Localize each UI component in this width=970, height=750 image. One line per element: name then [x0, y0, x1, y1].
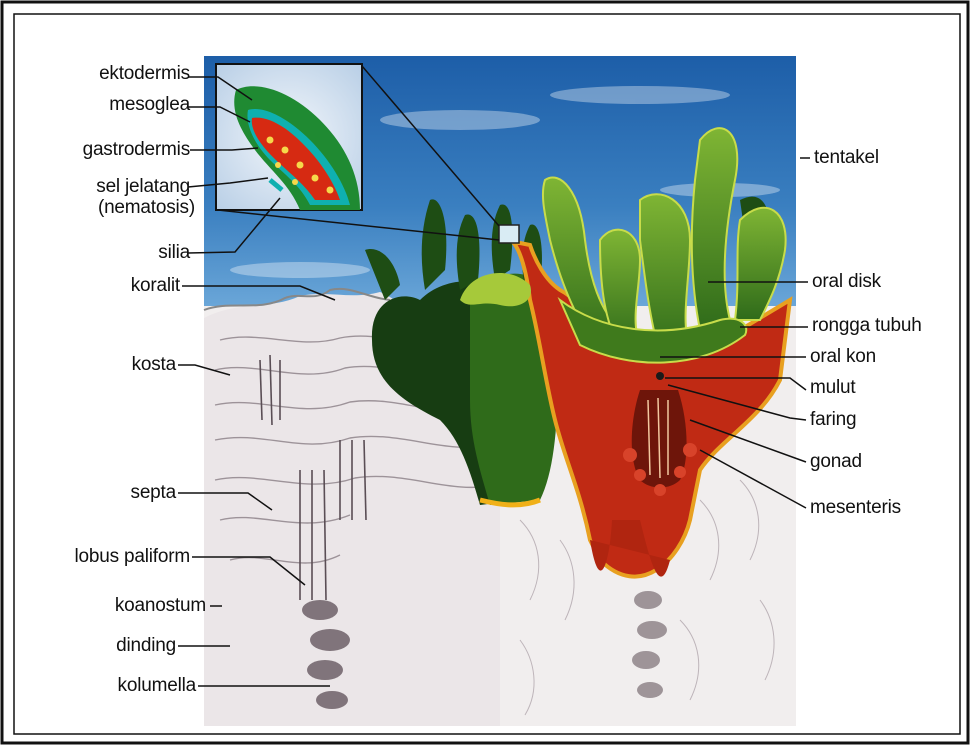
- illustration-panel: [204, 56, 796, 726]
- label-ektodermis: ektodermis: [30, 64, 190, 84]
- label-faring: faring: [810, 410, 856, 430]
- label-lobus-paliform: lobus paliform: [20, 547, 190, 567]
- label-kosta: kosta: [30, 355, 176, 375]
- label-mulut: mulut: [810, 378, 855, 398]
- label-oral-kon: oral kon: [810, 347, 876, 367]
- label-koanostum: koanostum: [20, 596, 206, 616]
- tissue-inset: [216, 64, 362, 210]
- label-nematosis: (nematosis): [30, 198, 195, 218]
- label-gastrodermis: gastrodermis: [30, 140, 190, 160]
- label-koralit: koralit: [30, 276, 180, 296]
- mouth-opening: [656, 372, 664, 380]
- label-gonad: gonad: [810, 452, 862, 472]
- label-septa: septa: [30, 483, 176, 503]
- label-dinding: dinding: [20, 636, 176, 656]
- label-mesoglea: mesoglea: [30, 95, 190, 115]
- label-sel-jelatang: sel jelatang: [30, 177, 190, 197]
- label-silia: silia: [30, 243, 190, 263]
- label-rongga-tubuh: rongga tubuh: [812, 316, 922, 336]
- label-mesenteris: mesenteris: [810, 498, 901, 518]
- label-oral-disk: oral disk: [812, 272, 881, 292]
- detail-box: [499, 225, 519, 243]
- label-tentakel: tentakel: [814, 148, 879, 168]
- label-kolumella: kolumella: [20, 676, 196, 696]
